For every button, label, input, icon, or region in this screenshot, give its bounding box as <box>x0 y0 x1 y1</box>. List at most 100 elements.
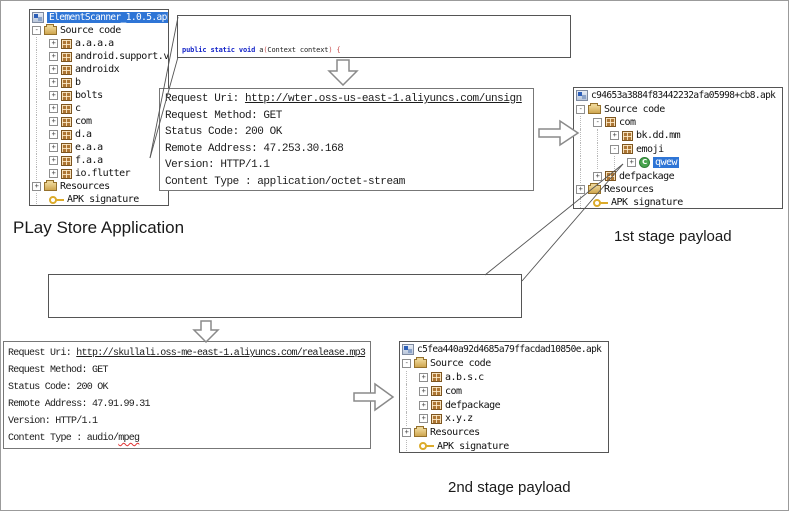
package-icon <box>61 156 72 166</box>
package-icon <box>605 171 616 181</box>
key-icon <box>419 441 434 451</box>
status-code-line: Status Code: 200 OK <box>165 124 528 141</box>
tree-item-apk-signature[interactable]: APK signature <box>402 440 608 453</box>
tree-guide <box>36 128 49 141</box>
tree-item-class-qwew[interactable]: qwew <box>576 156 782 169</box>
request-uri-line: Request Uri: http://skullali.oss-me-east… <box>8 345 366 362</box>
spellcheck-flagged-text: mpeg <box>118 433 139 444</box>
down-arrow-icon <box>325 59 361 86</box>
request-method-line: Request Method: GET <box>8 362 366 379</box>
tree-guide <box>406 412 419 426</box>
resources-folder-icon <box>414 428 427 437</box>
tree-item-package[interactable]: io.flutter <box>32 167 168 180</box>
collapse-icon[interactable] <box>32 26 41 35</box>
tree-guide <box>36 141 49 154</box>
tree-item-package[interactable]: d.a <box>32 128 168 141</box>
tree-item-apk-signature[interactable]: APK signature <box>576 196 782 209</box>
resources-folder-icon <box>588 185 601 194</box>
right-arrow-icon <box>538 118 580 148</box>
source-folder-icon <box>44 26 57 35</box>
expand-icon[interactable] <box>593 172 602 181</box>
tree-guide <box>580 143 593 156</box>
tree-item-resources[interactable]: Resources <box>576 183 782 196</box>
expand-icon[interactable] <box>419 387 428 396</box>
tree-guide <box>597 156 610 169</box>
source-folder-icon <box>414 359 427 368</box>
tree-root[interactable]: c5fea440a92d4685a79ffacdad10850e.apk <box>402 343 608 357</box>
expand-icon[interactable] <box>32 182 41 191</box>
tree-item-package[interactable]: defpackage <box>402 398 608 412</box>
tree-item-package[interactable]: com <box>402 384 608 398</box>
tree-root[interactable]: ElementScanner_1.0.5.apk <box>32 11 168 24</box>
content-type-line: Content Type : application/octet-stream <box>165 174 528 191</box>
collapse-icon[interactable] <box>402 359 411 368</box>
tree-guide <box>406 440 419 453</box>
tree-item-source-code[interactable]: Source code <box>32 24 168 37</box>
expand-icon[interactable] <box>49 143 58 152</box>
tree-guide <box>36 102 49 115</box>
request-uri-link[interactable]: http://wter.oss-us-east-1.aliyuncs.com/u… <box>245 93 522 105</box>
apk-tree-playstore: ElementScanner_1.0.5.apk Source code a.a… <box>29 9 169 206</box>
tree-item-package[interactable]: emoji <box>576 143 782 156</box>
expand-icon[interactable] <box>402 428 411 437</box>
expand-icon[interactable] <box>419 414 428 423</box>
expand-icon[interactable] <box>610 131 619 140</box>
apk-tree-stage2: c5fea440a92d4685a79ffacdad10850e.apk Sou… <box>399 341 609 453</box>
tree-item-package[interactable]: x.y.z <box>402 412 608 426</box>
collapse-icon[interactable] <box>593 118 602 127</box>
tree-item-package[interactable]: androidx <box>32 63 168 76</box>
package-icon <box>622 131 633 141</box>
package-icon <box>61 65 72 75</box>
tree-item-package[interactable]: bolts <box>32 89 168 102</box>
request-uri-link[interactable]: http://skullali.oss-me-east-1.aliyuncs.c… <box>76 348 365 359</box>
expand-icon[interactable] <box>49 169 58 178</box>
collapse-icon[interactable] <box>576 105 585 114</box>
tree-item-package[interactable]: a.a.a.a <box>32 37 168 50</box>
package-icon <box>61 130 72 140</box>
expand-icon[interactable] <box>49 91 58 100</box>
tree-item-package[interactable]: e.a.a <box>32 141 168 154</box>
tree-guide <box>580 129 593 142</box>
expand-icon[interactable] <box>49 39 58 48</box>
expand-icon[interactable] <box>576 185 585 194</box>
apk-tree-stage1: c94653a3884f83442232afa05998+cb8.apk Sou… <box>573 87 783 209</box>
expand-icon[interactable] <box>49 52 58 61</box>
tree-item-package[interactable]: bk.dd.mm <box>576 129 782 142</box>
tree-item-package[interactable]: defpackage <box>576 169 782 182</box>
content-type-line: Content Type : audio/mpeg <box>8 430 366 447</box>
tree-item-package[interactable]: b <box>32 76 168 89</box>
tree-root-label: c5fea440a92d4685a79ffacdad10850e.apk <box>417 344 601 355</box>
tree-root[interactable]: c94653a3884f83442232afa05998+cb8.apk <box>576 89 782 102</box>
package-icon <box>61 39 72 49</box>
expand-icon[interactable] <box>49 130 58 139</box>
request-method-line: Request Method: GET <box>165 108 528 125</box>
package-icon <box>61 52 72 62</box>
tree-item-package[interactable]: com <box>32 115 168 128</box>
tree-item-source-code[interactable]: Source code <box>402 357 608 371</box>
tree-item-resources[interactable]: Resources <box>402 426 608 440</box>
expand-icon[interactable] <box>49 156 58 165</box>
status-code-line: Status Code: 200 OK <box>8 379 366 396</box>
package-icon <box>61 91 72 101</box>
tree-item-apk-signature[interactable]: APK signature <box>32 193 168 206</box>
tree-item-package[interactable]: com <box>576 116 782 129</box>
apk-icon <box>402 344 414 355</box>
tree-item-package[interactable]: a.b.s.c <box>402 371 608 385</box>
expand-icon[interactable] <box>49 117 58 126</box>
tree-guide <box>580 116 593 129</box>
tree-item-package[interactable]: android.support.v4 <box>32 50 168 63</box>
tree-guide <box>614 156 627 169</box>
tree-item-package[interactable]: c <box>32 102 168 115</box>
expand-icon[interactable] <box>49 104 58 113</box>
expand-icon[interactable] <box>49 78 58 87</box>
expand-icon[interactable] <box>419 373 428 382</box>
expand-icon[interactable] <box>49 65 58 74</box>
expand-icon[interactable] <box>627 158 636 167</box>
tree-item-resources[interactable]: Resources <box>32 180 168 193</box>
tree-item-package[interactable]: f.a.a <box>32 154 168 167</box>
package-icon <box>431 400 442 410</box>
expand-icon[interactable] <box>419 401 428 410</box>
collapse-icon[interactable] <box>610 145 619 154</box>
tree-item-source-code[interactable]: Source code <box>576 102 782 115</box>
